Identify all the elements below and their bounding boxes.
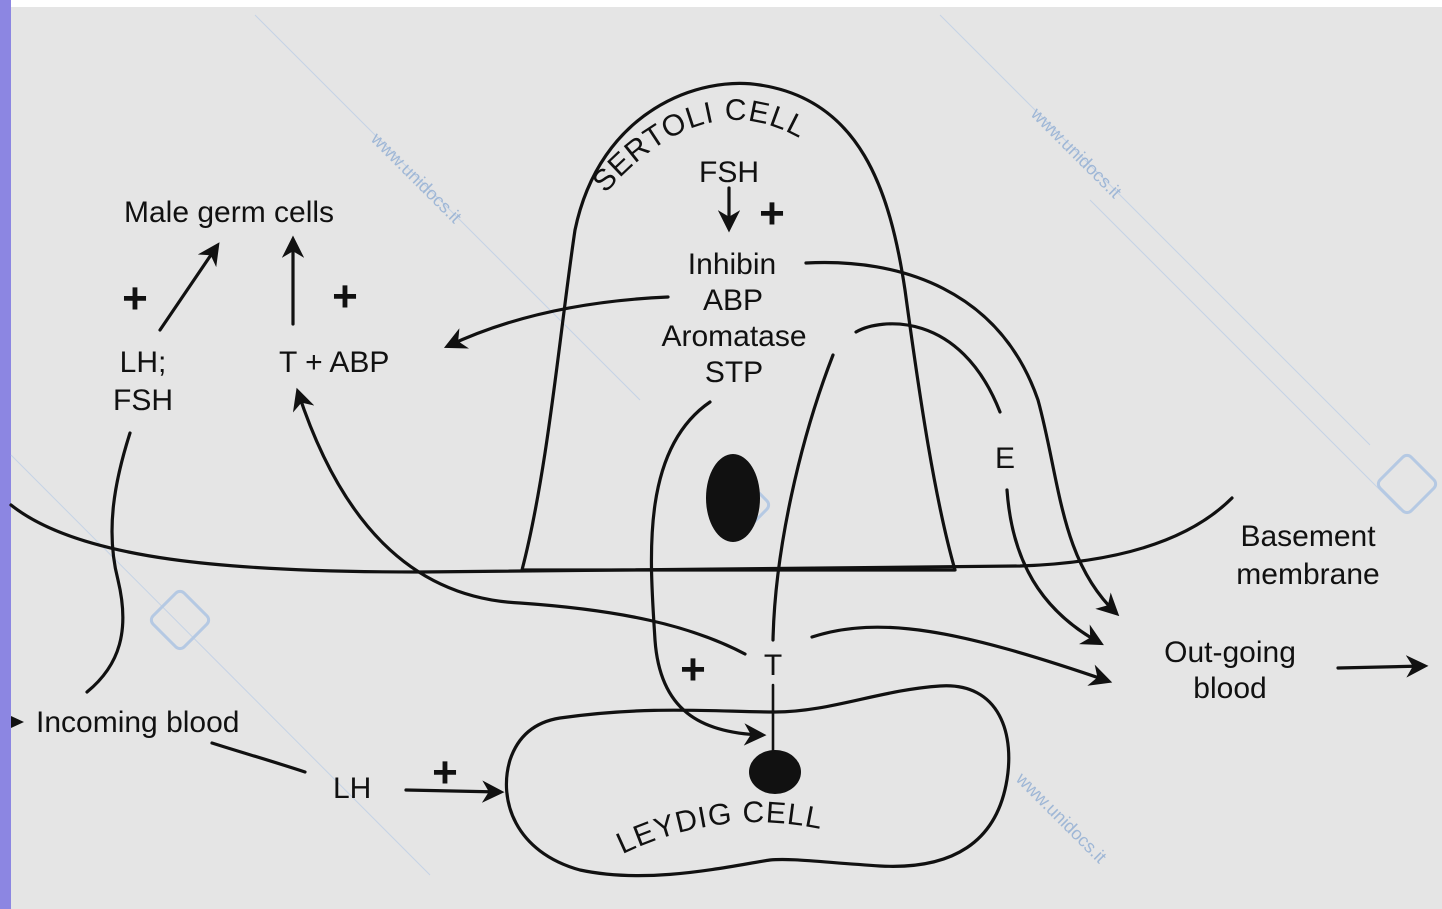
t-abp-label: T + ABP xyxy=(279,346,389,379)
t-leydig-label: T xyxy=(764,649,782,682)
sertoli-item-abp: ABP xyxy=(703,284,763,317)
lh-leydig-label: LH xyxy=(333,772,371,805)
top-border xyxy=(11,0,1442,7)
plus-t-sign: + xyxy=(680,645,706,694)
sertoli-plus-sign: + xyxy=(759,189,785,238)
lh-fsh-label-line2: FSH xyxy=(113,384,173,417)
basement-membrane-label-line2: membrane xyxy=(1236,558,1379,591)
e-estrogen-label: E xyxy=(995,442,1015,475)
outgoing-blood-arrow xyxy=(1338,666,1424,668)
male-germ-cells-label: Male germ cells xyxy=(124,196,334,229)
sertoli-item-inhibin: Inhibin xyxy=(688,248,776,281)
sertoli-item-aromatase: Aromatase xyxy=(661,320,806,353)
sertoli-item-stp: STP xyxy=(705,356,763,389)
basement-membrane-label-line1: Basement xyxy=(1240,520,1376,553)
plus-lh-sign: + xyxy=(432,748,458,797)
left-accent-bar xyxy=(0,0,11,909)
leydig-nucleus xyxy=(749,750,801,794)
outgoing-blood-label-line1: Out-going xyxy=(1164,636,1296,669)
plus-left-sign: + xyxy=(122,274,148,323)
sertoli-fsh-label: FSH xyxy=(699,156,759,189)
sertoli-nucleus xyxy=(706,454,760,542)
plus-mid-sign: + xyxy=(332,272,358,321)
incoming-blood-label: Incoming blood xyxy=(36,706,239,739)
lh-fsh-label-line1: LH; xyxy=(120,346,167,379)
outgoing-blood-label-line2: blood xyxy=(1193,672,1266,705)
